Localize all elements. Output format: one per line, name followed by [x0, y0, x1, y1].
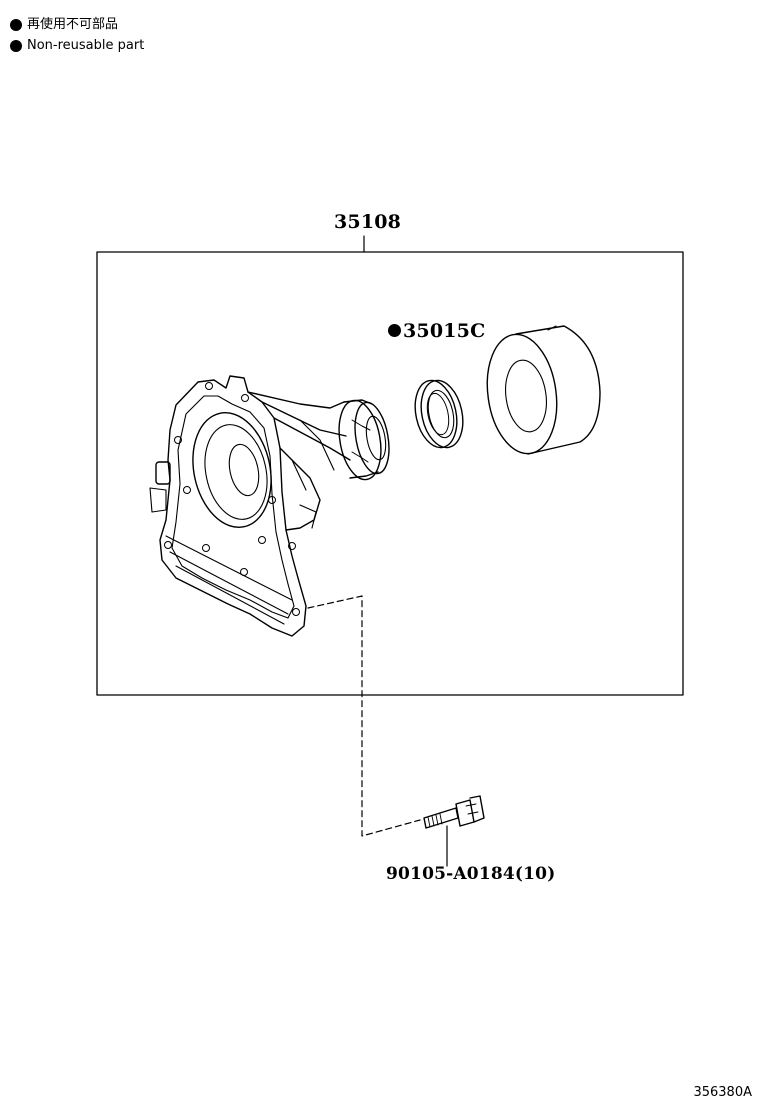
legend-item-english: Non-reusable part [10, 38, 144, 54]
dust-cover-drawing [486, 325, 601, 455]
extension-housing-drawing [149, 375, 390, 637]
legend-text-english: Non-reusable part [27, 38, 145, 53]
filled-circle-icon [10, 40, 22, 52]
assembly-box [96, 235, 684, 696]
flange-bolt-drawing [423, 795, 485, 829]
part-number-bolt[interactable]: 90105-A0184(10) [386, 864, 556, 884]
filled-circle-icon [10, 19, 22, 31]
part-number-assembly[interactable]: 35108 [334, 211, 402, 233]
part-number-oil-seal[interactable]: 35015C [403, 320, 486, 342]
illustration-code: 356380A [693, 1085, 752, 1100]
oil-seal-drawing [414, 379, 464, 449]
bolt-leader [307, 595, 448, 867]
legend-item-japanese: 再使用不可部品 [10, 17, 118, 33]
non-reusable-marker-icon [388, 324, 401, 337]
legend-text-japanese: 再使用不可部品 [27, 17, 119, 32]
